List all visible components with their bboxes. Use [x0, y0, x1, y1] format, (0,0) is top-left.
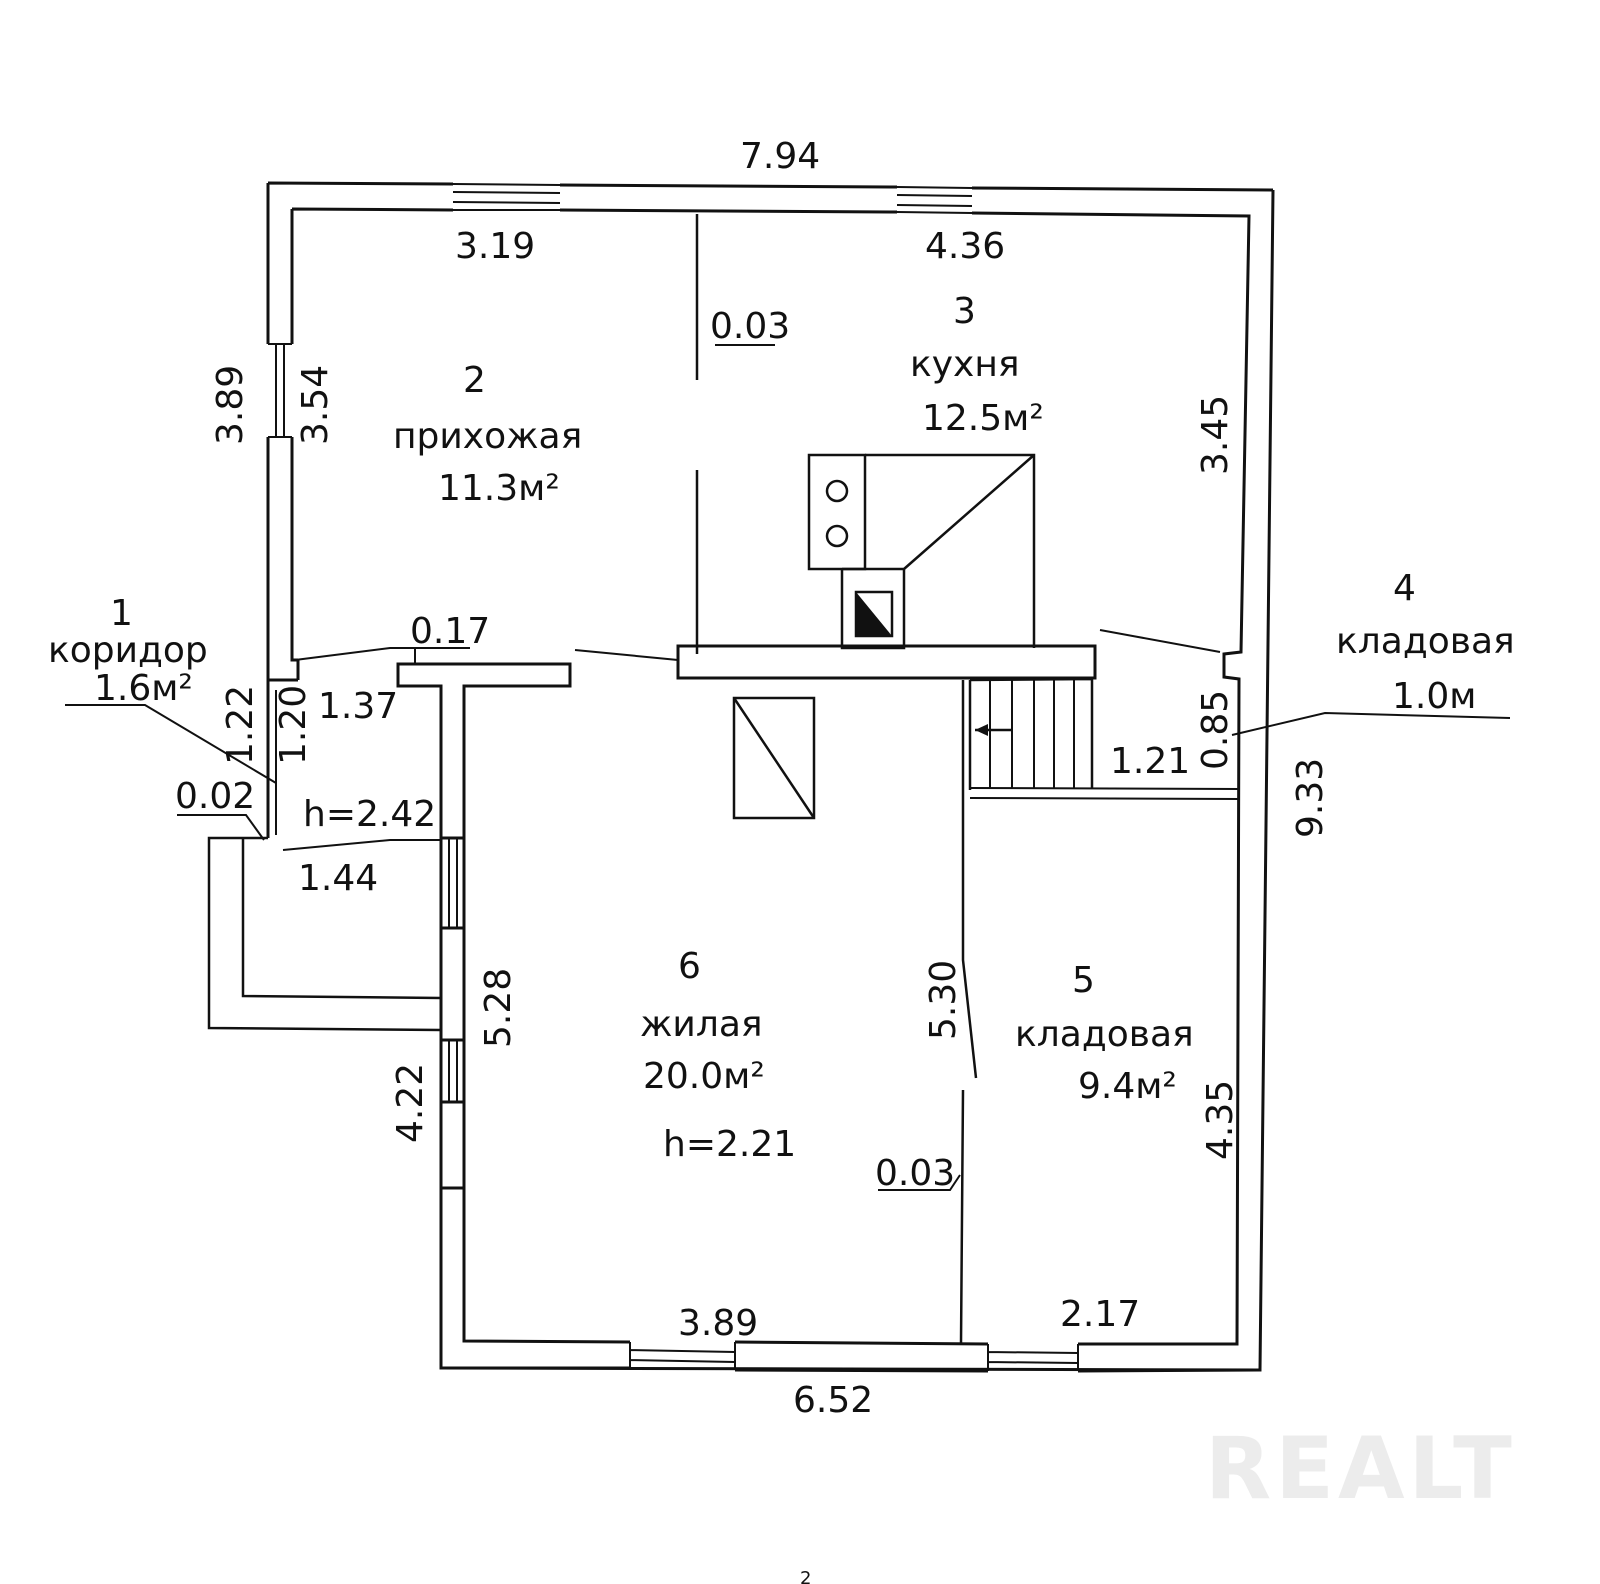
window-bottom-right: [987, 1344, 1079, 1371]
realt-watermark: REALT: [1205, 1419, 1516, 1519]
dim-bottom-left: 3.89: [678, 1303, 758, 1344]
dim-corridor-inner: 1.20: [273, 685, 314, 765]
dim-living-left-outer: 4.22: [390, 1063, 431, 1143]
leader-lines: [65, 344, 1511, 1191]
dim-storage4-width: 1.21: [1110, 741, 1190, 782]
corridor-left-wall: [267, 690, 277, 838]
dim-left-inner: 3.54: [295, 365, 336, 445]
stove: [807, 453, 867, 571]
chimney: [732, 696, 816, 820]
window-bottom-left: [629, 1342, 736, 1370]
room-3-area: 12.5м²: [922, 398, 1044, 439]
dim-top-left: 3.19: [455, 226, 535, 267]
room-6-number: 6: [678, 946, 701, 987]
room-2-name: прихожая: [393, 416, 582, 457]
room-2-area: 11.3м²: [438, 468, 560, 509]
dim-bottom-overall: 6.52: [793, 1380, 873, 1421]
storage4-bottom-wall: [969, 787, 1241, 800]
dim-threshold: 0.17: [410, 611, 490, 652]
room-4-area: 1.0м: [1392, 676, 1476, 717]
room-1-name: коридор: [48, 630, 208, 671]
dim-top-overall: 7.94: [740, 136, 820, 177]
dim-bottom-right: 2.17: [1060, 1294, 1140, 1335]
room-6-area: 20.0м²: [643, 1056, 765, 1097]
bottom-outer-wall: [441, 1366, 1261, 1373]
partition-living-storage: [959, 680, 978, 1344]
dim-partition-bottom: 0.03: [875, 1153, 955, 1194]
room-1-area: 1.6м²: [94, 668, 193, 709]
window-living-left-1: [440, 838, 465, 928]
dim-right-overall: 9.33: [1290, 758, 1331, 838]
room-4-name: кладовая: [1336, 621, 1515, 662]
stairs: [969, 677, 1094, 788]
room-5-name: кладовая: [1015, 1014, 1194, 1055]
dim-corridor-width: 1.37: [318, 686, 398, 727]
dim-corridor-small: 0.02: [175, 776, 255, 817]
window-living-left-2: [440, 1040, 465, 1102]
dim-kitchen-right: 3.45: [1195, 395, 1236, 475]
dim-living-left-inner: 5.28: [478, 968, 519, 1048]
kitchen-bottom-wall: [676, 644, 1097, 680]
room-3-name: кухня: [910, 344, 1020, 385]
room-6-name: жилая: [640, 1004, 763, 1045]
dim-storage5-height: 4.35: [1200, 1080, 1241, 1160]
dim-corridor-bottom: 1.44: [298, 858, 378, 899]
room-3-number: 3: [953, 291, 976, 332]
corridor-partition: [396, 662, 572, 840]
living-left-pier: [439, 926, 466, 1042]
dim-storage4-height: 0.85: [1195, 690, 1236, 770]
room-1-number: 1: [110, 593, 133, 634]
dim-left-outer: 3.89: [210, 365, 251, 445]
porch: [207, 836, 442, 1032]
room-2-number: 2: [463, 360, 486, 401]
dim-partition-top: 0.03: [710, 306, 790, 347]
living-left-pier-2: [439, 1100, 466, 1190]
window-left: [268, 343, 292, 438]
room-4-number: 4: [1393, 568, 1416, 609]
oven-heater: [840, 453, 1036, 650]
window-top-left: [452, 183, 561, 211]
corridor-height: h=2.42: [303, 794, 436, 835]
room-5-number: 5: [1072, 960, 1095, 1001]
dim-corridor-outer: 1.22: [220, 685, 261, 765]
inner-wall: [290, 207, 1251, 1346]
window-top-right: [896, 186, 973, 214]
dim-partition-height: 5.30: [923, 960, 964, 1040]
living-height: h=2.21: [663, 1124, 796, 1165]
dim-top-right: 4.36: [925, 226, 1005, 267]
room-5-area: 9.4м²: [1078, 1066, 1177, 1107]
page-mark: 2: [800, 1568, 811, 1584]
